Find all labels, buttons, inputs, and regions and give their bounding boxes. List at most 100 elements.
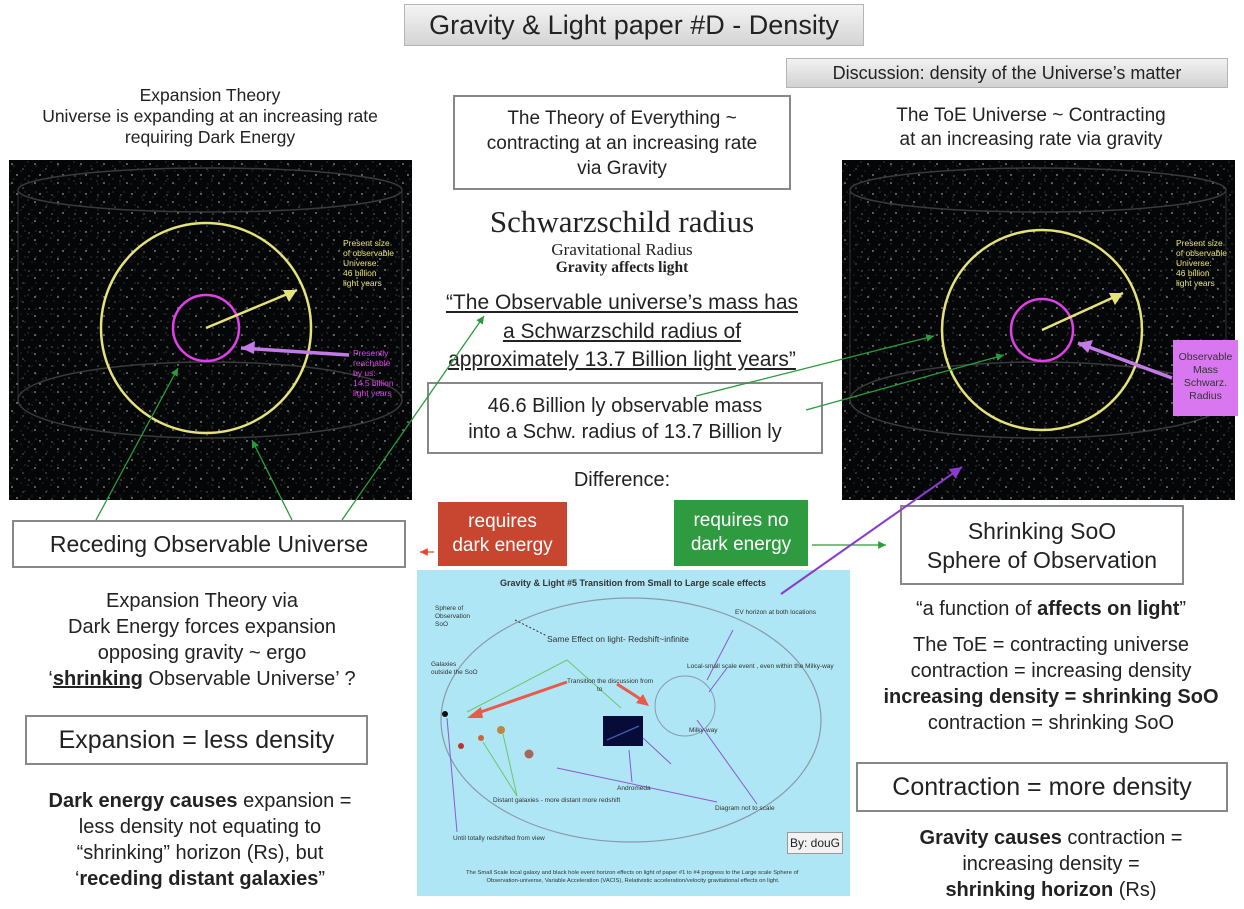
schwarzschild-subtitle: Gravitational Radius [551,240,693,259]
receding-text: Receding Observable Universe [49,531,369,557]
bold-span: Gravity causes [919,827,1062,849]
transition-inset-diagram: Gravity & Light #5 Transition from Small… [417,570,850,896]
arrow [95,367,179,521]
text-line: Dark energy causes expansion = [0,788,400,814]
text-line: ‘receding distant galaxies” [0,866,400,892]
heading-line: Expansion Theory [139,85,281,105]
text-span: “a function of [915,598,1038,620]
distant-galaxies-label: Distant galaxies - more distant more red… [493,797,620,804]
mass-box-line: 46.6 Billion ly observable mass [487,395,763,417]
text-span: ‘ [74,868,80,890]
expansion-density-box: Expansion = less density [25,715,368,765]
discussion-text: Discussion: density of the Universe’s ma… [832,63,1182,83]
bold-span: receding distant galaxies [79,868,319,890]
bold-span: Dark energy causes [48,790,238,812]
byline-box: By: douG [787,832,843,854]
schwarzschild-title: Schwarzschild radius [489,204,755,239]
text-span: expansion = [237,790,352,812]
inset-footer: The Small Scale local galaxy and black h… [466,870,800,884]
text-span: Observable Universe’ ? [142,668,356,690]
badge-line: dark energy [452,535,553,556]
toe-universe-heading: The ToE Universe ~ Contracting at an inc… [836,104,1226,152]
expansion-via-dark-energy-text: Expansion Theory via Dark Energy forces … [0,588,404,692]
quote-line: “The Observable universe’s mass has [445,291,799,314]
shrinking-soo-box: Shrinking SoO Sphere of Observation [900,505,1184,585]
bold-span: shrinking horizon [945,879,1114,901]
milkyway-image [603,716,643,746]
toe-line: contracting at an increasing rate [486,133,758,154]
text-span: ” [1179,598,1187,620]
soo-line: Shrinking SoO [967,518,1117,544]
shrinking-word: shrinking [52,668,143,690]
page-title: Gravity & Light paper #D - Density [429,10,839,40]
local-event-circle [654,675,716,737]
present-size-label: Present size of observable Universe: 46 … [1176,238,1229,288]
ev-horizon-label: EV horizon at both locations [735,609,817,616]
mass-line: Mass [1192,364,1219,376]
observable-size-circle [99,221,313,435]
toe-box: The Theory of Everything ~ contracting a… [453,95,791,190]
difference-label: Difference: [573,469,671,491]
milkyway-label: Milky-way [689,727,718,734]
function-of-light-text: “a function of affects on light” [858,596,1244,622]
reachable-circle [171,293,241,363]
same-effect-label: Same Effect on light- Redshift~infinite [547,634,689,644]
arrow [341,315,485,521]
quote-line: approximately 13.7 Billion light years” [448,348,796,371]
soo-line: Sphere of Observation [926,547,1158,573]
quote-line: a Schwarzschild radius of [502,319,742,343]
schwarz-radius-circle [1009,297,1075,363]
text-span: contraction = [1061,827,1183,849]
galaxy-dot [497,726,505,734]
text-line: contraction = increasing density [910,660,1192,682]
mass-line: Schwarz. [1183,377,1228,389]
arrow [695,334,935,397]
dark-energy-causes-text: Dark energy causes expansion = less dens… [0,788,400,892]
heading-line: at an increasing rate via gravity [899,129,1163,150]
expanding-universe-image: Present size of observable Universe: 46 … [9,160,412,500]
galaxy-dot [478,735,484,741]
text-line: Gravity causes contraction = [858,825,1244,851]
text-line: shrinking horizon (Rs) [858,877,1244,903]
galaxy-dot [524,749,534,759]
text-line: “a function of affects on light” [858,596,1244,622]
contraction-density-box: Contraction = more density [856,762,1228,812]
schwarzschild-quote: “The Observable universe’s mass has a Sc… [400,289,844,375]
galaxy-dot [458,743,464,749]
sphere-label: Sphere of Observation SoO [435,605,472,628]
soo-ellipse [440,597,822,843]
not-to-scale-label: Diagram not to scale [715,805,775,812]
universe-illustration: Present size of observable Universe: 46 … [9,160,412,500]
title-bar: Gravity & Light paper #D - Density [404,4,864,46]
mass-box-line: into a Schw. radius of 13.7 Billion ly [468,421,782,443]
observable-mass-box: Observable Mass Schwarz. Radius [1173,340,1238,416]
text-line: increasing density = [962,853,1140,875]
text-line: increasing density = shrinking SoO [883,686,1219,708]
schwarzschild-bold: Gravity affects light [555,259,689,276]
presently-reachable-label: Presently reachable by us: 14.5 billion … [353,348,396,398]
requires-no-dark-energy-badge: requires no dark energy [674,500,808,566]
text-line: Expansion Theory via [106,590,298,612]
toe-contraction-text: The ToE = contracting universe contracti… [858,632,1244,736]
text-line: “shrinking” horizon (Rs), but [76,842,324,864]
receding-universe-box: Receding Observable Universe [12,520,406,568]
arrow [780,466,963,595]
andromeda-label: Andromeda [617,785,651,792]
badge-line: dark energy [690,534,792,555]
byline-text: By: douG [789,836,841,850]
requires-dark-energy-badge: requires dark energy [438,502,567,566]
text-line: less density not equating to [78,816,322,838]
text-line: opposing gravity ~ ergo [97,642,307,664]
text-line: ‘shrinking Observable Universe’ ? [0,666,404,692]
arrow [805,353,1005,411]
toe-line: via Gravity [577,158,667,179]
text-line: The ToE = contracting universe [913,634,1189,656]
until-redshifted-label: Until totally redshifted from view [453,835,545,842]
transition-label: Transition the discussion from to [567,678,655,693]
inset-illustration: Gravity & Light #5 Transition from Small… [431,578,834,884]
gravity-causes-text: Gravity causes contraction = increasing … [858,825,1244,903]
mass-line: Observable [1178,351,1233,363]
expansion-text: Expansion = less density [58,726,335,754]
galaxy-dot [442,711,448,717]
